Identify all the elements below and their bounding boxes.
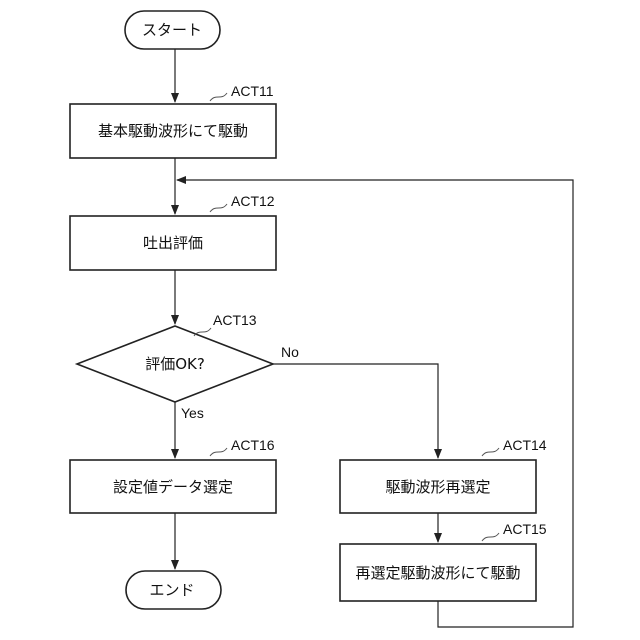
act14-leader [482, 448, 499, 456]
process-act16-label: 設定値データ選定 [113, 478, 233, 496]
act11-step-label: ACT11 [231, 83, 274, 99]
end-terminator: エンド [126, 571, 221, 609]
act16-step-label: ACT16 [231, 437, 275, 453]
connector-act13-act14-no [273, 364, 438, 458]
process-act11-label: 基本駆動波形にて駆動 [98, 122, 248, 140]
act13-step-label: ACT13 [213, 312, 257, 328]
process-act12-label: 吐出評価 [143, 234, 203, 252]
process-act14: 駆動波形再選定 [340, 460, 536, 513]
start-terminator: スタート [125, 11, 220, 49]
act15-step-label: ACT15 [503, 521, 547, 537]
act16-leader [210, 448, 227, 456]
branch-no-label: No [281, 344, 299, 360]
process-act12: 吐出評価 [70, 216, 276, 270]
process-act14-label: 駆動波形再選定 [385, 478, 490, 496]
process-act15-label: 再選定駆動波形にて駆動 [355, 564, 520, 582]
end-label: エンド [149, 581, 194, 599]
process-act15: 再選定駆動波形にて駆動 [340, 544, 536, 601]
process-act16: 設定値データ選定 [70, 460, 276, 513]
process-act11: 基本駆動波形にて駆動 [70, 104, 276, 158]
branch-yes-label: Yes [181, 405, 204, 421]
act12-leader [210, 204, 227, 212]
act12-step-label: ACT12 [231, 193, 275, 209]
act15-leader [482, 533, 499, 541]
decision-act13-label: 評価OK? [145, 355, 205, 373]
act14-step-label: ACT14 [503, 437, 547, 453]
start-label: スタート [142, 21, 202, 39]
decision-act13: 評価OK? [77, 326, 273, 402]
act11-leader [210, 93, 227, 101]
